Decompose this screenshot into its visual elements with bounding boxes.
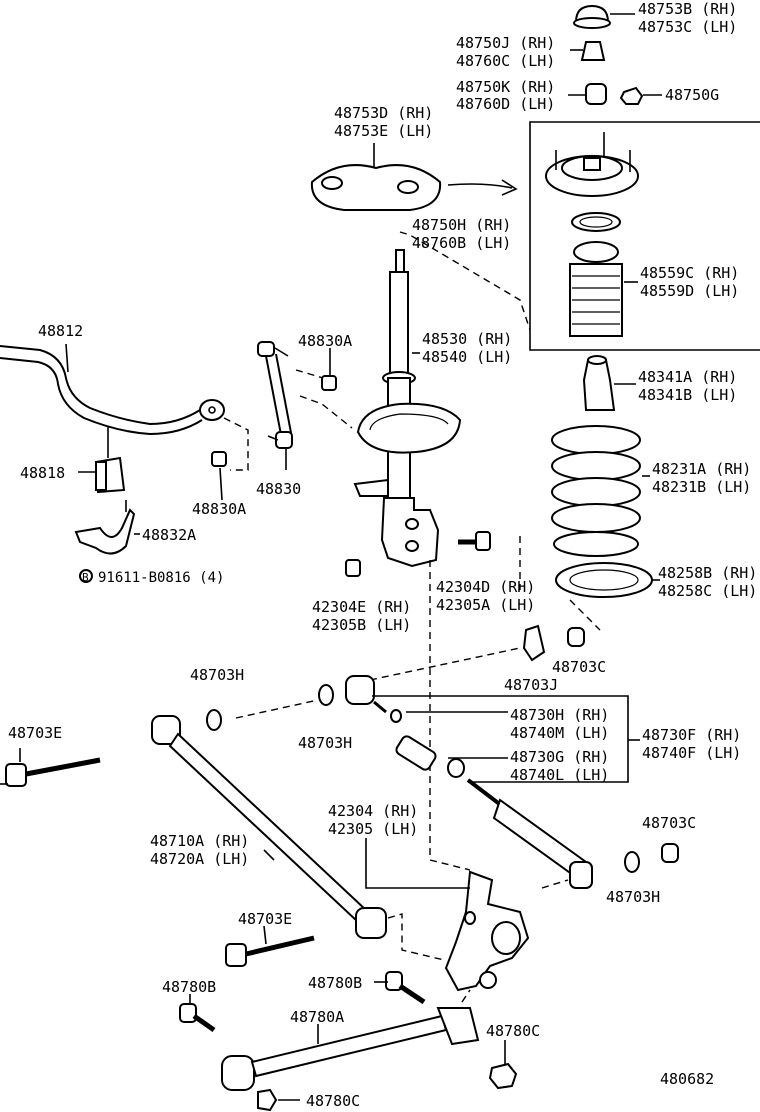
label-48730f: 48730F (RH) bbox=[642, 726, 741, 744]
stabilizer-bar-part bbox=[0, 343, 225, 436]
label-48753e: 48753E (LH) bbox=[334, 122, 433, 140]
label-48780c-bottom: 48780C bbox=[306, 1092, 360, 1110]
stabilizer-bushing-part bbox=[78, 426, 126, 494]
label-48780a: 48780A bbox=[290, 1008, 344, 1026]
strut-upper-support-part bbox=[545, 132, 639, 197]
label-48730h: 48730H (RH) bbox=[510, 706, 609, 724]
label-48710a: 48710A (RH) bbox=[150, 832, 249, 850]
strut-bolt-part bbox=[458, 531, 491, 551]
rear-axle-carrier-part bbox=[444, 870, 530, 992]
nut-48830a-top-part bbox=[321, 348, 337, 391]
label-48559d: 48559D (LH) bbox=[640, 282, 739, 300]
strut-nut-part bbox=[345, 559, 361, 577]
nut-48750g-part bbox=[619, 86, 662, 105]
label-48760c: 48760C (LH) bbox=[456, 52, 555, 70]
bolt-48780b-left-part bbox=[179, 994, 216, 1033]
label-48559c: 48559C (RH) bbox=[640, 264, 739, 282]
label-48812: 48812 bbox=[38, 322, 83, 340]
nut-48780c-bottom-part bbox=[257, 1088, 300, 1112]
label-48760b: 48760B (LH) bbox=[412, 234, 511, 252]
label-48341a: 48341A (RH) bbox=[638, 368, 737, 386]
label-48753b: 48753B (RH) bbox=[638, 0, 737, 18]
label-48780c-right: 48780C bbox=[486, 1022, 540, 1040]
shock-absorber-part bbox=[353, 249, 462, 568]
bushing-48703c-right-part bbox=[661, 843, 679, 863]
label-48832a: 48832A bbox=[142, 526, 196, 544]
label-48830a-top: 48830A bbox=[298, 332, 352, 350]
label-48750g: 48750G bbox=[665, 86, 719, 104]
label-48740l: 48740L (LH) bbox=[510, 766, 609, 784]
bolt-48703e-lower-part bbox=[225, 925, 315, 967]
nut-48830a-bottom-part bbox=[211, 451, 227, 501]
bushing-48703c-top-part bbox=[567, 627, 585, 647]
strut-mount-box bbox=[529, 121, 760, 351]
label-91611: 91611-B0816 (4) bbox=[98, 570, 224, 586]
label-48780b-left: 48780B bbox=[162, 978, 216, 996]
bushing-48703h-mid-part bbox=[318, 684, 334, 706]
label-48753d: 48753D (RH) bbox=[334, 104, 433, 122]
label-42304e: 42304E (RH) bbox=[312, 598, 411, 616]
nut-48780c-right-part bbox=[488, 1040, 518, 1090]
label-48740m: 48740M (LH) bbox=[510, 724, 609, 742]
bolt-48780b-mid-part bbox=[374, 971, 426, 1005]
label-48231a: 48231A (RH) bbox=[652, 460, 751, 478]
arrow-right-icon bbox=[447, 179, 518, 196]
label-48818: 48818 bbox=[20, 464, 65, 482]
mount-bushing-lower-part bbox=[568, 83, 607, 105]
label-42304: 42304 (RH) bbox=[328, 802, 418, 820]
label-48830: 48830 bbox=[256, 480, 301, 498]
control-arm-48730-part bbox=[345, 675, 593, 889]
label-48780b-mid: 48780B bbox=[308, 974, 362, 992]
label-48530: 48530 (RH) bbox=[422, 330, 512, 348]
spring-lower-insulator-part bbox=[555, 562, 660, 598]
upper-mount-cap-part bbox=[573, 4, 635, 29]
coil-spring-part bbox=[551, 425, 650, 557]
bump-stopper-part bbox=[582, 355, 636, 411]
label-48703h-mid: 48703H bbox=[298, 734, 352, 752]
label-42304d: 42304D (RH) bbox=[436, 578, 535, 596]
label-48231b: 48231B (LH) bbox=[652, 478, 751, 496]
label-48703c-right: 48703C bbox=[642, 814, 696, 832]
stabilizer-bracket-part bbox=[74, 500, 140, 555]
label-42305: 42305 (LH) bbox=[328, 820, 418, 838]
dust-boot-part bbox=[569, 241, 638, 337]
bolt-48703e-left-part bbox=[0, 748, 101, 787]
label-48703h-left: 48703H bbox=[190, 666, 244, 684]
label-48750j: 48750J (RH) bbox=[456, 34, 555, 52]
label-48258b: 48258B (RH) bbox=[658, 564, 757, 582]
label-48760d: 48760D (LH) bbox=[456, 95, 555, 113]
label-48540: 48540 (LH) bbox=[422, 348, 512, 366]
label-48753c: 48753C (LH) bbox=[638, 18, 737, 36]
label-48703c-top: 48703C bbox=[552, 658, 606, 676]
label-48720a: 48720A (LH) bbox=[150, 850, 249, 868]
trailing-arm-part bbox=[151, 715, 387, 939]
label-48750h: 48750H (RH) bbox=[412, 216, 511, 234]
bolt-marker-icon bbox=[79, 569, 93, 583]
label-48740f: 48740F (LH) bbox=[642, 744, 741, 762]
label-48341b: 48341B (LH) bbox=[638, 386, 737, 404]
label-48703h-right: 48703H bbox=[606, 888, 660, 906]
label-48750k: 48750K (RH) bbox=[456, 78, 555, 96]
label-48703j: 48703J bbox=[504, 676, 558, 694]
lower-control-arm-part bbox=[221, 1007, 480, 1091]
insulator-plate-part bbox=[310, 143, 442, 211]
label-42305b: 42305B (LH) bbox=[312, 616, 411, 634]
bushing-48703h-left-part bbox=[206, 709, 222, 731]
spring-seat-upper-part bbox=[571, 212, 621, 232]
label-48730g: 48730G (RH) bbox=[510, 748, 609, 766]
label-48830a-bottom: 48830A bbox=[192, 500, 246, 518]
bushing-48703j-part bbox=[522, 624, 546, 662]
label-42305a: 42305A (LH) bbox=[436, 596, 535, 614]
diagram-number: 480682 bbox=[660, 1070, 714, 1088]
stabilizer-link-part bbox=[257, 341, 293, 470]
label-48258c: 48258C (LH) bbox=[658, 582, 757, 600]
bolt-marker-letter: B bbox=[82, 571, 89, 584]
label-48703e-left: 48703E bbox=[8, 724, 62, 742]
label-48703e-bottom: 48703E bbox=[238, 910, 292, 928]
mount-bushing-upper-part bbox=[570, 41, 606, 61]
bushing-48703h-right-part bbox=[624, 851, 640, 873]
